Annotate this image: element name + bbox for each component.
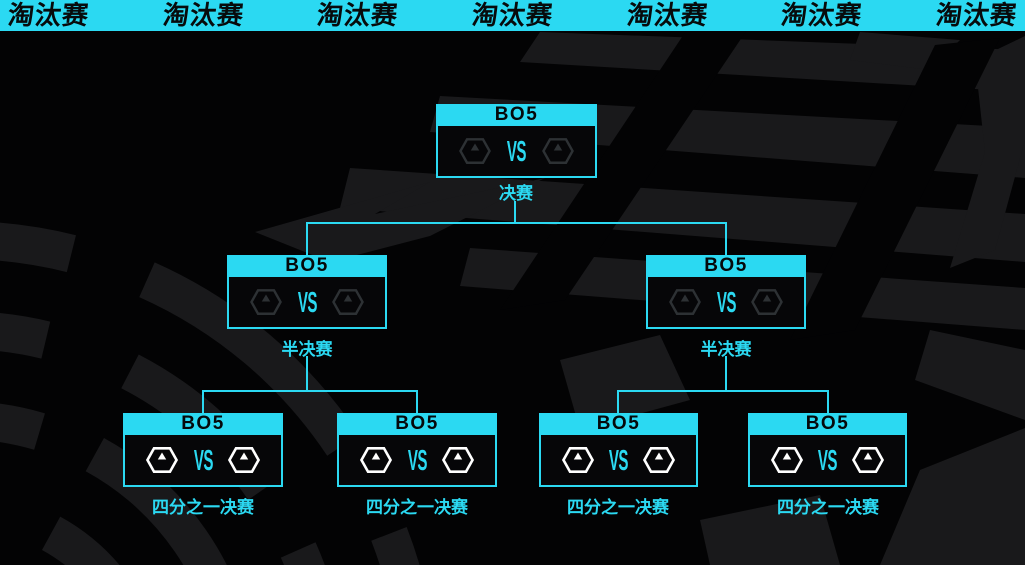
match-semifinal-left[interactable]: BO5 VS (227, 255, 387, 329)
vs-label: VS (716, 284, 737, 319)
match-quarterfinal-2[interactable]: BO5 VS (337, 413, 497, 487)
match-format: BO5 (227, 255, 387, 277)
team-placeholder-icon (227, 445, 261, 475)
connector-line (617, 390, 829, 392)
match-format: BO5 (646, 255, 806, 277)
round-label-quarterfinal: 四分之一决赛 (777, 498, 879, 517)
match-format: BO5 (748, 413, 907, 435)
connector-line (514, 201, 516, 224)
connector-line (202, 390, 204, 414)
match-quarterfinal-3[interactable]: BO5 VS (539, 413, 698, 487)
banner-label: 淘汰赛 (934, 0, 1019, 30)
round-label-semifinal: 半决赛 (700, 340, 752, 359)
banner-label: 淘汰赛 (161, 0, 246, 30)
vs-label: VS (407, 442, 428, 477)
match-body: VS (227, 277, 387, 329)
round-label-quarterfinal: 四分之一决赛 (152, 498, 254, 517)
team-placeholder-icon (145, 445, 179, 475)
match-format: BO5 (337, 413, 497, 435)
team-placeholder-icon (851, 445, 885, 475)
connector-line (306, 222, 308, 256)
connector-line (306, 356, 308, 392)
round-label-quarterfinal: 四分之一决赛 (567, 498, 669, 517)
team-placeholder-icon (561, 445, 595, 475)
team-placeholder-icon (458, 136, 492, 166)
banner-label: 淘汰赛 (315, 0, 400, 30)
banner-label: 淘汰赛 (6, 0, 91, 30)
team-placeholder-icon (668, 287, 702, 317)
team-placeholder-icon (770, 445, 804, 475)
team-placeholder-icon (441, 445, 475, 475)
match-quarterfinal-1[interactable]: BO5 VS (123, 413, 283, 487)
banner-label: 淘汰赛 (625, 0, 710, 30)
match-body: VS (748, 435, 907, 487)
match-format: BO5 (123, 413, 283, 435)
vs-label: VS (609, 442, 629, 477)
banner-label: 淘汰赛 (470, 0, 555, 30)
team-placeholder-icon (359, 445, 393, 475)
banner-label: 淘汰赛 (779, 0, 864, 30)
match-final[interactable]: BO5 VS (436, 104, 597, 178)
match-body: VS (539, 435, 698, 487)
connector-line (827, 390, 829, 414)
connector-line (416, 390, 418, 414)
vs-label: VS (818, 442, 838, 477)
match-format: BO5 (539, 413, 698, 435)
round-label-quarterfinal: 四分之一决赛 (366, 498, 468, 517)
vs-label: VS (507, 133, 527, 168)
team-placeholder-icon (541, 136, 575, 166)
match-format: BO5 (436, 104, 597, 126)
round-label-semifinal: 半决赛 (281, 340, 333, 359)
match-body: VS (646, 277, 806, 329)
team-placeholder-icon (331, 287, 365, 317)
match-body: VS (436, 126, 597, 178)
team-placeholder-icon (642, 445, 676, 475)
match-body: VS (123, 435, 283, 487)
vs-label: VS (297, 284, 318, 319)
connector-line (617, 390, 619, 414)
knockout-banner: 淘汰赛 淘汰赛 淘汰赛 淘汰赛 淘汰赛 淘汰赛 淘汰赛 (0, 0, 1025, 31)
round-label-final: 决赛 (499, 184, 533, 203)
match-quarterfinal-4[interactable]: BO5 VS (748, 413, 907, 487)
team-placeholder-icon (249, 287, 283, 317)
vs-label: VS (193, 442, 214, 477)
connector-line (306, 222, 727, 224)
connector-line (725, 222, 727, 256)
connector-line (725, 356, 727, 392)
match-body: VS (337, 435, 497, 487)
team-placeholder-icon (750, 287, 784, 317)
connector-line (202, 390, 418, 392)
match-semifinal-right[interactable]: BO5 VS (646, 255, 806, 329)
